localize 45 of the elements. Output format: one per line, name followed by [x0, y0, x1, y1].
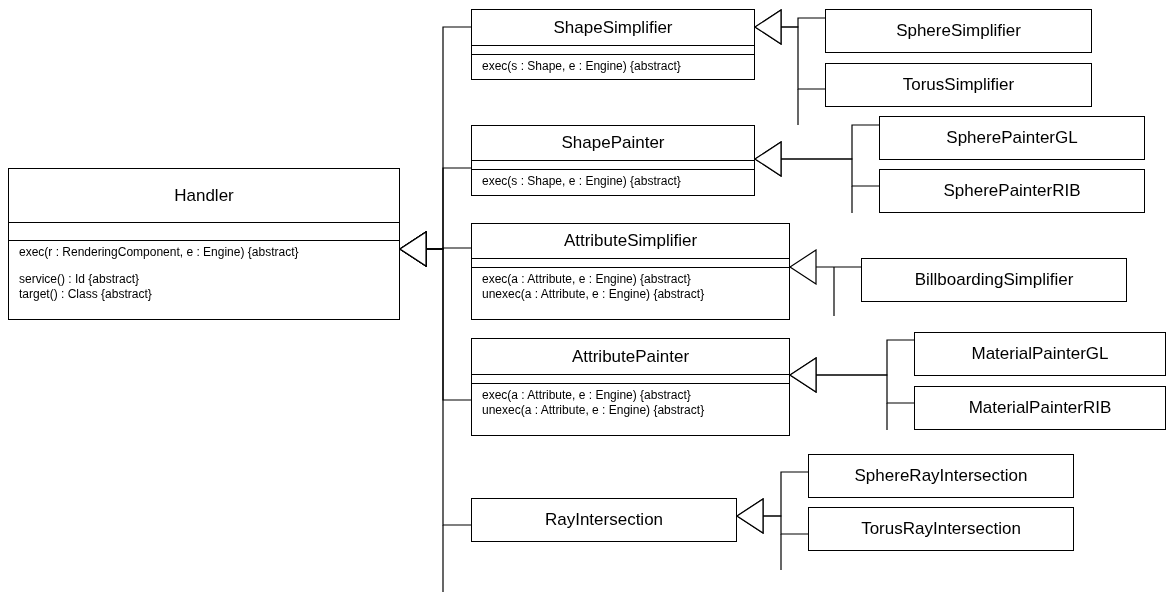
class-box: [471, 9, 755, 80]
class-box: [8, 168, 400, 320]
generalization-arrow: [754, 9, 826, 90]
class-name: RayIntersection: [544, 509, 664, 532]
class-box: [808, 454, 1074, 498]
class-box: [861, 258, 1127, 302]
class-box: [471, 498, 737, 542]
class-box: [914, 332, 1166, 376]
class-name: SphereSimplifier: [896, 20, 1021, 43]
generalization-arrow: [789, 249, 862, 285]
generalization-arrow: [754, 141, 880, 187]
class-box: [471, 223, 790, 320]
class-name: SpherePainterGL: [946, 127, 1078, 150]
generalization-arrow: [399, 231, 472, 526]
class-name: AttributePainter: [571, 345, 690, 368]
generalization-arrow: [789, 357, 915, 404]
method-text: exec(s : Shape, e : Engine) {abstract}: [482, 59, 682, 74]
method-text: unexec(a : Attribute, e : Engine) {abstract}: [482, 403, 706, 418]
method-text: target() : Class {abstract}: [19, 287, 153, 302]
class-name: TorusSimplifier: [902, 74, 1015, 97]
class-box: [808, 507, 1074, 551]
class-name: AttributeSimplifier: [563, 230, 698, 253]
class-name: BillboardingSimplifier: [914, 269, 1074, 292]
class-box: [914, 386, 1166, 430]
method-text: exec(r : RenderingComponent, e : Engine) {abstract}: [19, 245, 300, 260]
class-box: [825, 63, 1092, 107]
class-name: SphereRayIntersection: [854, 465, 1028, 488]
class-box: [471, 125, 755, 196]
class-box: [471, 338, 790, 436]
class-name: Handler: [174, 184, 234, 207]
class-box: [879, 116, 1145, 160]
generalization-arrow: [736, 498, 809, 535]
class-name: MaterialPainterRIB: [968, 397, 1112, 420]
method-text: exec(s : Shape, e : Engine) {abstract}: [482, 174, 682, 189]
method-text: exec(a : Attribute, e : Engine) {abstract}: [482, 388, 692, 403]
class-name: ShapeSimplifier: [553, 16, 673, 39]
class-box: [879, 169, 1145, 213]
method-text: unexec(a : Attribute, e : Engine) {abstract}: [482, 287, 706, 302]
class-name: MaterialPainterGL: [971, 343, 1109, 366]
method-text: service() : Id {abstract}: [19, 272, 141, 287]
class-name: SpherePainterRIB: [943, 180, 1081, 203]
class-name: TorusRayIntersection: [861, 518, 1021, 541]
class-name: ShapePainter: [561, 132, 665, 155]
class-box: [825, 9, 1092, 53]
method-text: exec(a : Attribute, e : Engine) {abstract}: [482, 272, 692, 287]
